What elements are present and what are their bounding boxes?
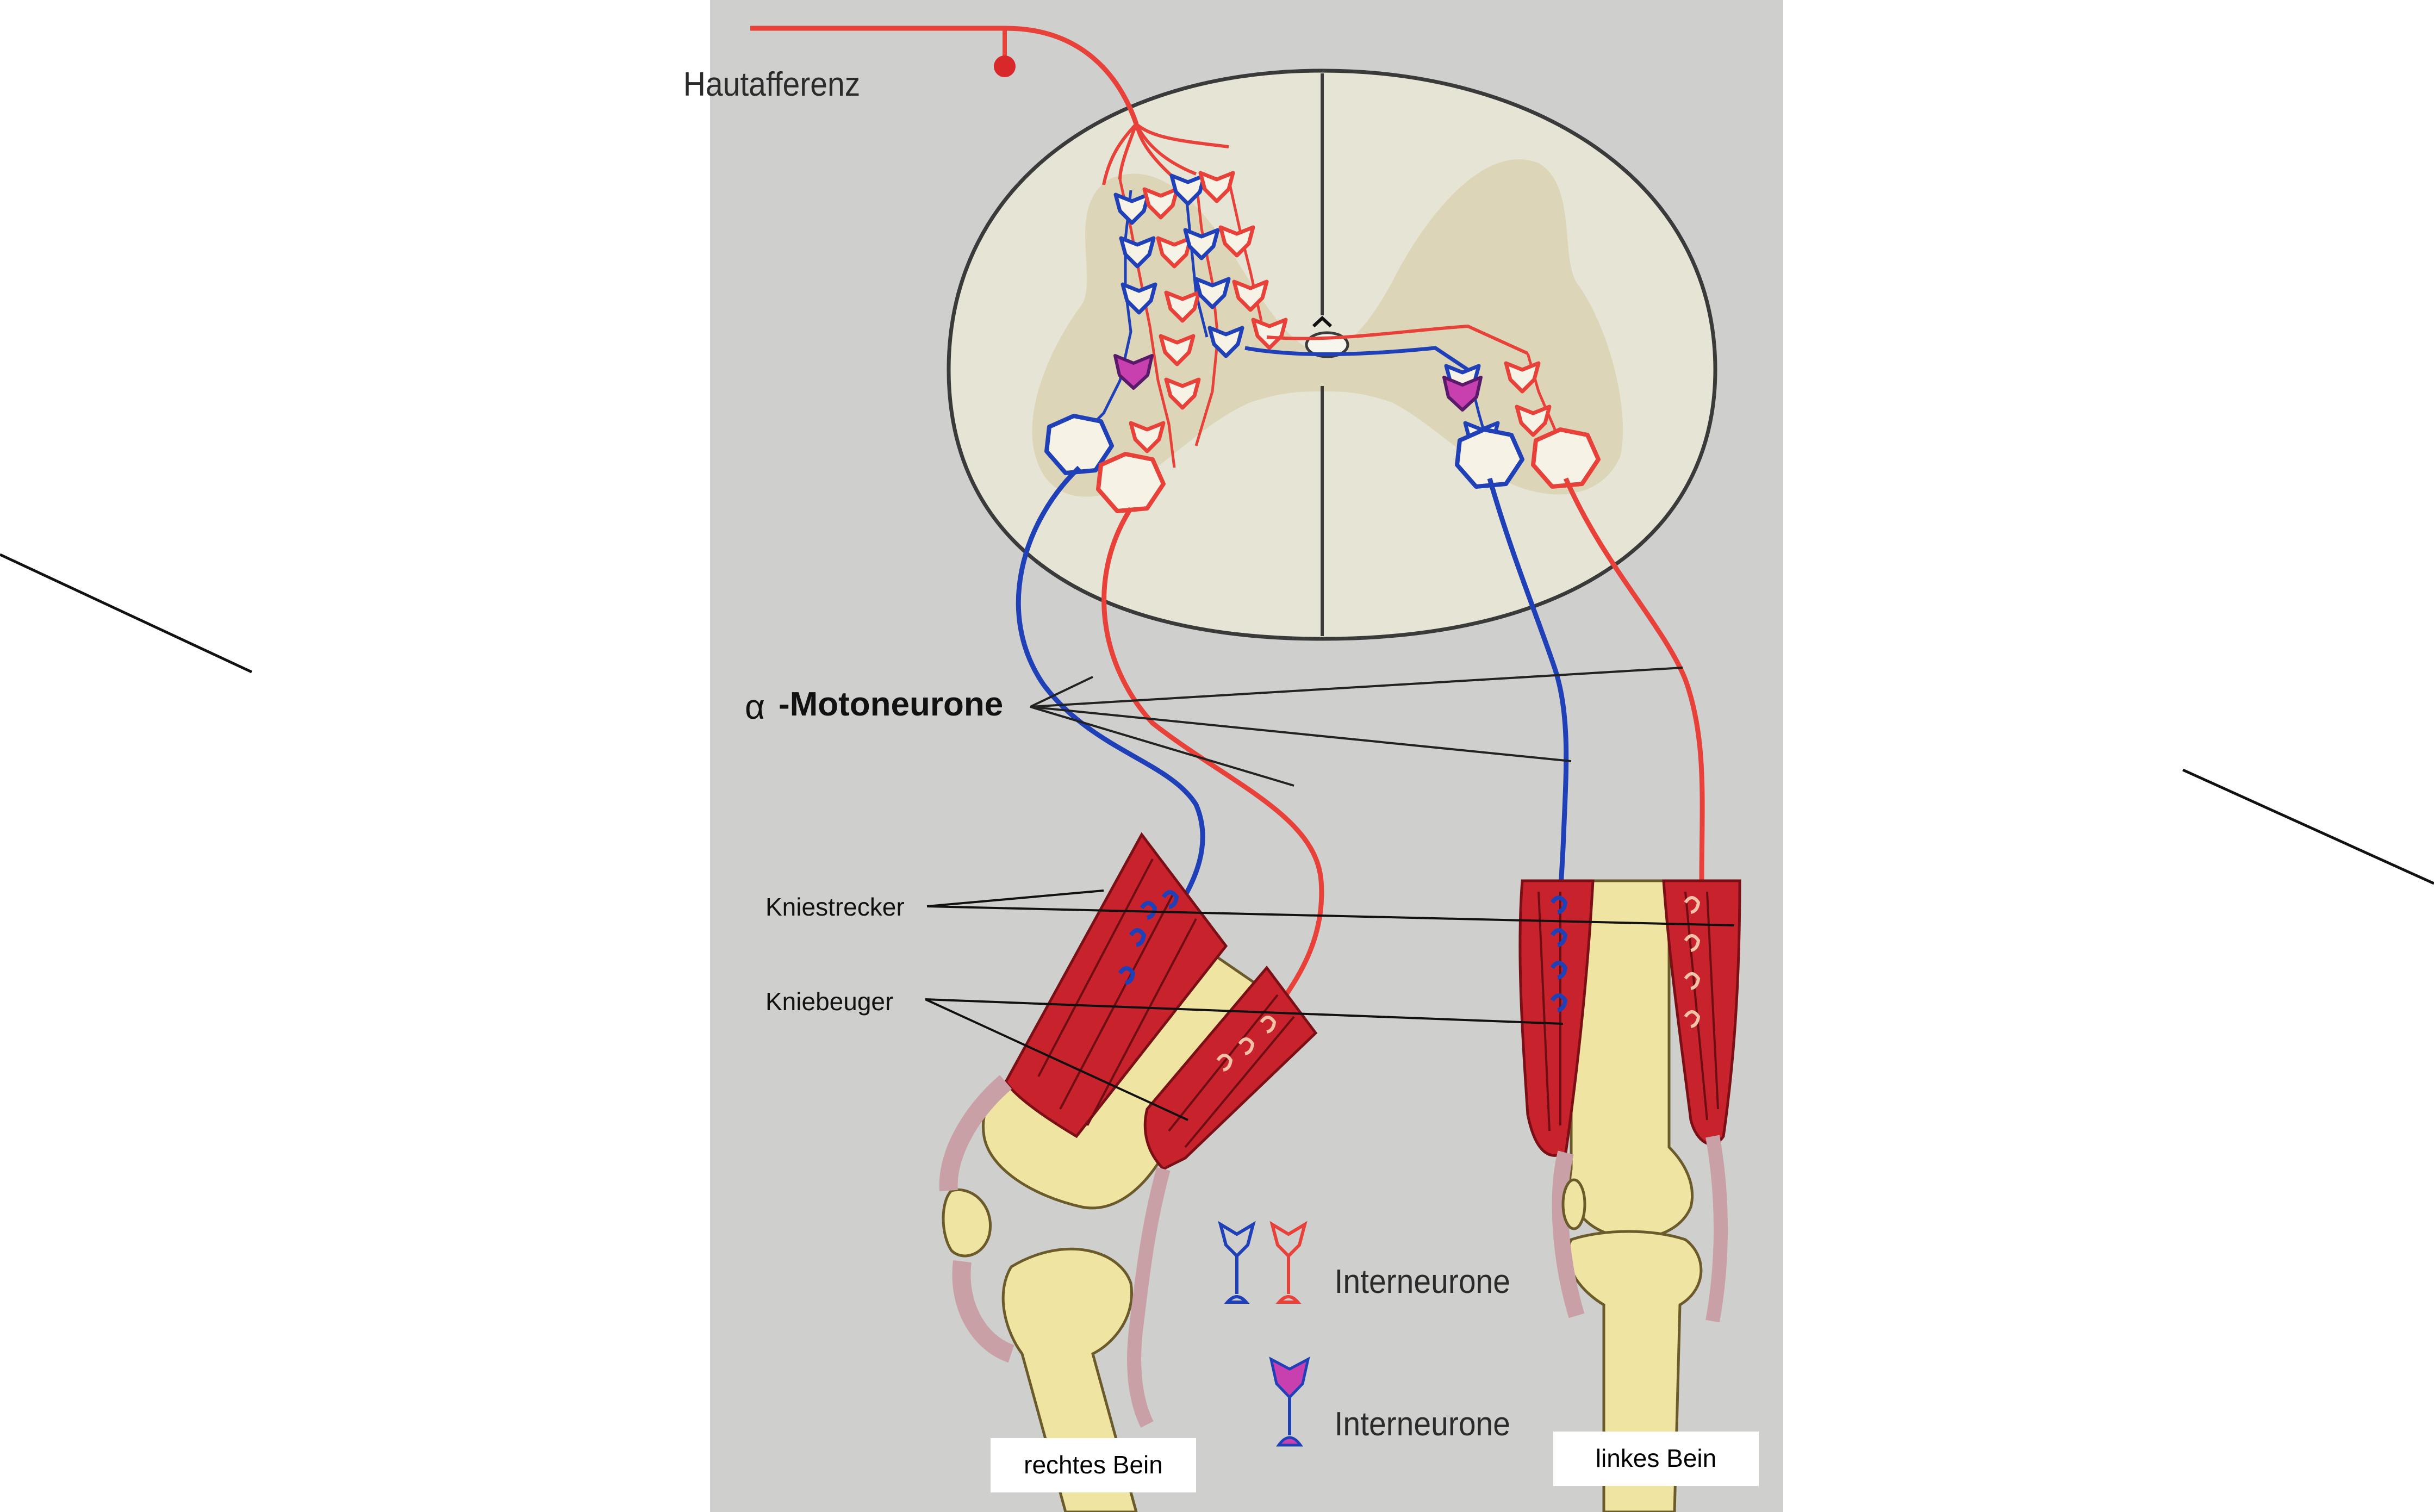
- left-leg-caption-text: linkes Bein: [1596, 1444, 1716, 1472]
- alpha-motoneuron-label: α -Motoneurone: [745, 686, 1003, 726]
- right-patella: [942, 1189, 992, 1258]
- left-extensor-tendon: [1552, 1150, 1585, 1318]
- legend-excitatory-interneuron: Interneurone: [1218, 1221, 1510, 1304]
- alpha-symbol: α: [745, 687, 765, 726]
- afferent-fiber: [750, 26, 1229, 197]
- right-extensor-tendon: [939, 1075, 1015, 1363]
- legend-inhibitory-interneuron: Interneurone: [1269, 1357, 1510, 1447]
- legend-label-inhibitory: Interneurone: [1335, 1405, 1510, 1443]
- extensor-label: Kniestrecker: [765, 893, 905, 921]
- left-leg-caption: linkes Bein: [1553, 1432, 1759, 1486]
- filled-magenta-neuron-icon: [1269, 1357, 1310, 1447]
- flexor-label: Kniebeuger: [765, 987, 893, 1016]
- left-patella: [1561, 1178, 1586, 1230]
- flexor-pointer-lines: [925, 998, 1564, 1121]
- legend-label-excitatory: Interneurone: [1335, 1262, 1510, 1301]
- commissural-fiber-blue: [1244, 346, 1469, 371]
- stray-line-left: [0, 553, 253, 674]
- left-flexor-tendon: [1705, 1135, 1728, 1323]
- afferent-label: Hautafferenz: [683, 65, 861, 103]
- motoneuron-label-text: -Motoneurone: [779, 686, 1003, 723]
- motoneuron-pointer-lines: [1030, 667, 1683, 787]
- extensor-pointer-lines: [926, 889, 1735, 926]
- right-flexor-tendon: [1127, 1167, 1171, 1428]
- outlined-neuron-icon: [1218, 1221, 1308, 1304]
- right-leg-caption-text: rechtes Bein: [1024, 1451, 1163, 1479]
- commissural-fiber-red: [1266, 324, 1529, 355]
- left-extensor-muscle: [1518, 879, 1595, 1157]
- stray-line-right: [2182, 768, 2434, 885]
- motor-axons: [1016, 465, 1705, 1018]
- interneuron-network-left-side: [1444, 353, 1598, 487]
- interneuron-network-right-side: [1047, 173, 1286, 511]
- right-leg-caption: rechtes Bein: [991, 1438, 1196, 1492]
